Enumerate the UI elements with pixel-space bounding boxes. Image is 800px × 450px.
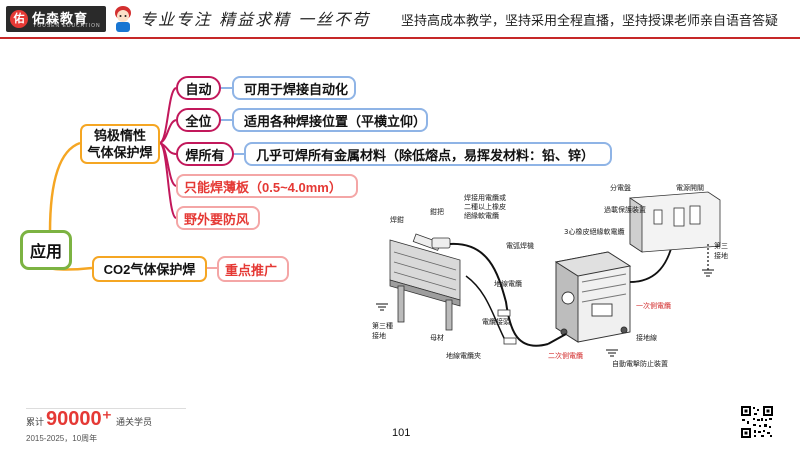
key-all-position: 全位 [176,108,221,132]
label-handle: 鉗把 [430,207,444,216]
header: 佑 佑森教育 YOUSEN EDUCATION 专业专注 精益求精 一丝不苟 坚… [0,0,800,39]
label-holder: 焊鉗 [390,215,404,224]
footer-divider [26,408,186,409]
logo-text: 佑森教育 [32,11,89,26]
label-earth-type3-a: 第三種 [372,321,393,330]
logo-subtext: YOUSEN EDUCATION [33,23,101,29]
student-count-suffix: 通关学员 [116,417,153,427]
label-switch: 分電盤 [610,183,631,192]
header-tagline: 坚持高成本教学，坚持采用全程直播，坚持授课老师亲自语音答疑 [400,13,778,28]
header-divider [0,37,800,39]
label-base-metal: 母材 [430,333,444,342]
qr-code-icon [740,405,774,439]
distribution-panel-drawing [629,191,721,253]
label-cable-top: 焊接用電纜或 [464,193,506,202]
branch-co2-welding: CO2气体保护焊 [92,256,207,282]
label-earth3-b: 接地 [714,251,728,260]
footer: 累计 90000⁺ 通关学员 2015-2025，10周年 101 [0,405,800,450]
label-earth-type3-b: 接地 [372,331,386,340]
label-cable-joint: 電纜接頭 [482,317,510,326]
label-overload: 過載保護裝置 [604,205,646,214]
page-number: 101 [392,427,411,439]
anniversary-years: 2015-2025，10周年 [26,434,98,443]
red-item-thin-plate: 只能焊薄板（0.5~4.0mm） [176,174,358,198]
welding-setup-diagram: 焊鉗 鉗把 焊接用電纜或 二種以上橡皮 絕緣軟電纜 分電盤 過載保護裝置 電源開… [372,183,728,368]
key-all-metals: 焊所有 [176,142,234,166]
mascot-icon [115,6,131,32]
torch-drawing [412,233,451,251]
branch-tig-title-line2: 气体保护焊 [87,145,153,160]
key-automatic: 自动 [176,76,221,100]
label-auto-protect: 自動電擊防止裝置 [612,359,668,368]
label-core3-cable: 3心橡皮絕緣軟電纜 [564,227,624,236]
label-ground-clamp: 地線電纜夾 [446,351,481,360]
label-cable-bot: 絕緣軟電纜 [464,211,499,220]
branch-tig-title-line1: 钨极惰性 [93,128,146,143]
desc-all-metals: 几乎可焊所有金属材料（除低熔点，易挥发材料：铅、锌） [244,142,612,166]
branch-tig-welding: 钨极惰性 气体保护焊 [80,124,160,164]
label-cable-mid: 二種以上橡皮 [464,202,506,211]
base-metal-drawing [389,239,461,331]
note-key-promotion: 重点推广 [217,256,289,282]
slogan-calligraphy: 专业专注 精益求精 一丝不苟 [140,10,371,29]
label-earth-line: 接地線 [636,333,657,342]
label-earth3-a: 第三 [714,241,728,250]
desc-all-position: 适用各种焊接位置（平横立仰） [232,108,428,132]
brand-logo: 佑 佑森教育 YOUSEN EDUCATION [6,6,106,32]
label-breaker: 電源開關 [676,183,704,192]
student-count: 90000⁺ [46,408,113,430]
desc-automatic: 可用于焊接自动化 [232,76,356,100]
label-arc-welder: 電弧焊機 [506,241,534,250]
label-ground-cable: 地線電纜 [494,279,522,288]
label-primary-cable: 一次側電纜 [636,301,671,310]
logo-mark-icon: 佑 [10,10,28,28]
root-node-application: 应用 [20,230,72,270]
student-count-prefix: 累计 [26,417,45,427]
red-item-windproof: 野外要防风 [176,206,260,230]
arc-welder-drawing [554,251,632,343]
label-secondary-cable: 二次側電纜 [548,351,583,360]
